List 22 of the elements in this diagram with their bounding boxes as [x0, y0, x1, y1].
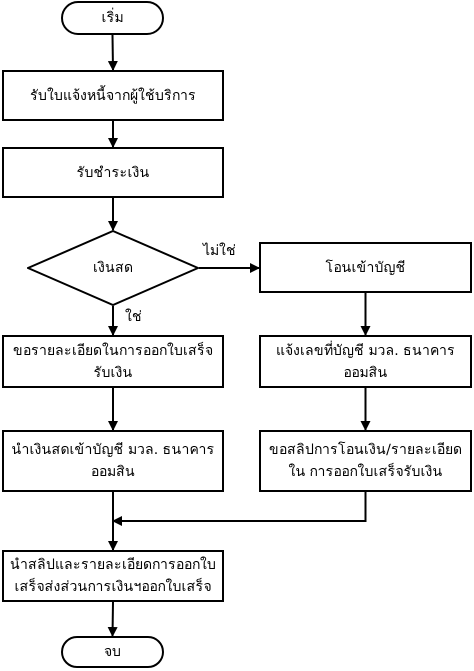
- process-box: แจ้งเลขที่บัญชี มวล. ธนาคารออมสิน: [259, 335, 472, 388]
- process-box: โอนเข้าบัญชี: [259, 242, 472, 293]
- arrow: [360, 293, 370, 336]
- process-box: นำเงินสดเข้าบัญชี มวล. ธนาคาร ออมสิน: [2, 430, 224, 492]
- process-box: ขอรายละเอียดในการออกใบเสร็จ รับเงิน: [2, 335, 224, 388]
- process-box: นำสลิปและรายละเอียดการออกใบ เสร็จส่งส่วนการเงินฯออกใบเสร็จ: [2, 550, 224, 602]
- arrow: [108, 34, 118, 71]
- decision-diamond: เงินสด: [27, 230, 199, 306]
- process-box: ขอสลิปการโอนเงิน/รายละเอียดใน การออกใบเสร็จรับเงิน: [259, 430, 472, 492]
- arrow: [108, 198, 118, 231]
- arrow: [108, 121, 118, 148]
- process-box: รับชำระเงิน: [2, 147, 224, 198]
- process-box: รับใบแจ้งหนี้จากผู้ใช้บริการ: [2, 70, 224, 121]
- arrow: [108, 602, 118, 637]
- arrow: [199, 263, 260, 273]
- arrow: [112, 492, 366, 526]
- terminal-box: จบ: [61, 636, 164, 668]
- terminal-box: เริ่ม: [61, 1, 164, 35]
- arrow: [108, 492, 118, 551]
- arrow: [360, 388, 370, 431]
- arrow: [108, 306, 118, 336]
- arrow: [108, 388, 118, 431]
